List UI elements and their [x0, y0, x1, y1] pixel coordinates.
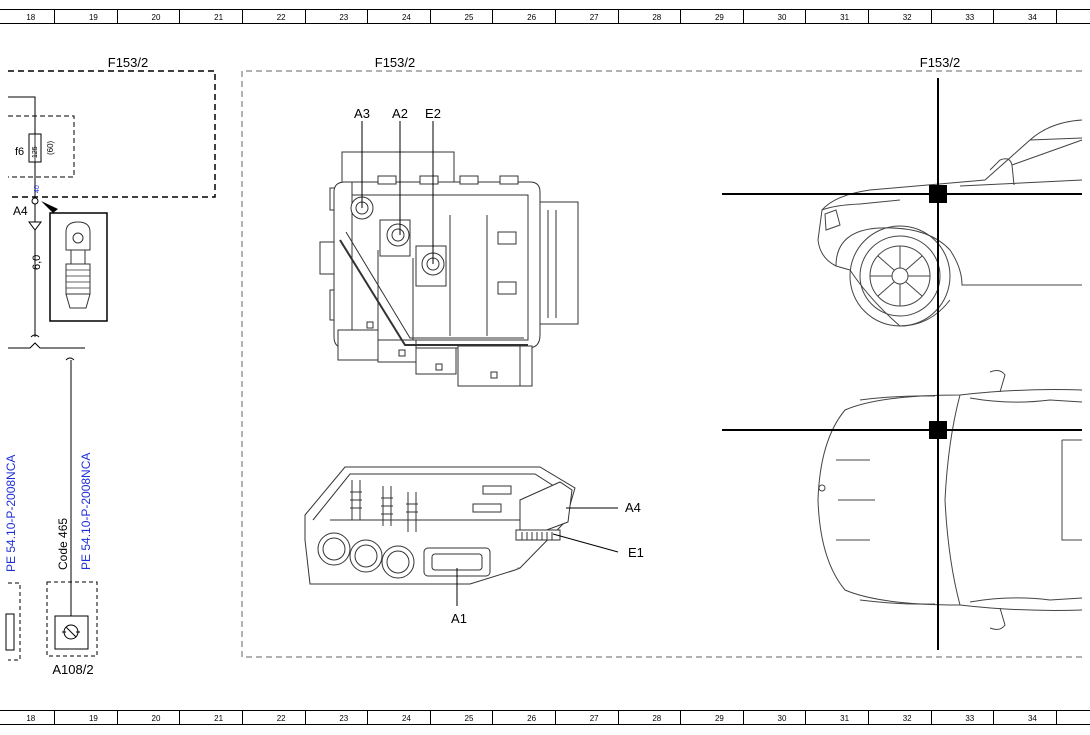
fusebox-top-view	[319, 151, 579, 387]
fusebox-label-right: F153/2	[920, 55, 960, 70]
vehicle-top-view	[817, 370, 1083, 630]
label-a2: A2	[392, 106, 408, 121]
connector-pointer	[41, 201, 58, 213]
ruler-top-number: 34	[1028, 13, 1037, 22]
location-crosshair-bottom	[722, 421, 1082, 439]
ruler-bottom-number: 24	[402, 714, 411, 723]
cross-ref-left[interactable]: PE 54.10-P-2008NCA	[4, 455, 18, 572]
ruler-top-number: 20	[152, 13, 161, 22]
ruler-bottom-number: 26	[527, 714, 536, 723]
node-number: 40	[34, 185, 41, 193]
ruler-top-number: 31	[840, 13, 849, 22]
ruler-bottom-number: 27	[590, 714, 599, 723]
ruler-top-number: 18	[26, 13, 35, 22]
ruler-top-number: 30	[778, 13, 787, 22]
ruler-top-number: 29	[715, 13, 724, 22]
stud-a2	[386, 223, 410, 247]
fuse-subgroup-boundary	[8, 115, 75, 178]
sensor-label: A108/2	[52, 662, 93, 677]
vehicle-side-view	[817, 119, 1083, 327]
terminal-a4-node	[31, 197, 39, 205]
ruler-bottom-number: 21	[214, 714, 223, 723]
ruler-bottom-number: 22	[277, 714, 286, 723]
fusebox-boundary-main	[241, 70, 1082, 658]
label-a3: A3	[354, 106, 370, 121]
ruler-top-number: 23	[339, 13, 348, 22]
ruler-bottom-number: 31	[840, 714, 849, 723]
wire-size-label: 6,0	[31, 255, 43, 270]
code-label: Code 465	[56, 518, 70, 570]
ruler-bottom-number: 25	[465, 714, 474, 723]
ruler-top-number: 33	[965, 13, 974, 22]
ruler-bottom-number: 23	[339, 714, 348, 723]
fusebox-boundary-left	[8, 70, 216, 198]
ruler-top-number: 21	[214, 13, 223, 22]
sensor-symbol	[54, 615, 89, 650]
ruler-top-number: 26	[527, 13, 536, 22]
ruler-bottom-number: 28	[652, 714, 661, 723]
ruler-bottom-number: 18	[26, 714, 35, 723]
location-crosshair-top	[722, 78, 1082, 650]
fuse-name: f6	[15, 146, 24, 158]
ruler-top-number: 25	[465, 13, 474, 22]
supply-wire	[8, 96, 36, 134]
ruler-top: 18 19 20 21 22 23 24 25 26 27 28 29 30 31 32 33 34	[0, 9, 1090, 24]
ruler-bottom-number: 34	[1028, 714, 1037, 723]
ruler-bottom-number: 20	[152, 714, 161, 723]
plug-symbol	[28, 221, 42, 231]
ruler-top-number: 32	[903, 13, 912, 22]
label-a4: A4	[625, 500, 641, 515]
ruler-top-number: 27	[590, 13, 599, 22]
ruler-top-number: 28	[652, 13, 661, 22]
ruler-bottom-number: 19	[89, 714, 98, 723]
fuse-alt-rating: (60)	[46, 140, 55, 155]
ruler-bottom-number: 32	[903, 714, 912, 723]
wire-bracket	[8, 342, 85, 349]
partial-component	[5, 613, 15, 651]
fuse-rating: 125	[32, 146, 39, 158]
ruler-bottom: 18 19 20 21 22 23 24 25 26 27 28 29 30 31 32 33 34	[0, 710, 1090, 725]
ruler-top-number: 22	[277, 13, 286, 22]
ruler-top-number: 19	[89, 13, 98, 22]
fusebox-label-mid: F153/2	[375, 55, 415, 70]
fuse-f6: 125 (60)	[28, 133, 55, 163]
ruler-top-number: 24	[402, 13, 411, 22]
label-a1: A1	[451, 611, 467, 626]
ruler-bottom-number: 29	[715, 714, 724, 723]
label-e1: E1	[628, 545, 644, 560]
wire-break	[30, 334, 40, 338]
leader-e1	[552, 533, 619, 553]
sensor-boundary	[46, 581, 98, 657]
ruler-bottom-number: 33	[965, 714, 974, 723]
wire-break-2	[65, 357, 75, 361]
terminal-a4-label: A4	[13, 204, 28, 218]
cross-ref-main[interactable]: PE 54.10-P-2008NCA	[79, 453, 93, 570]
ruler-bottom-number: 30	[778, 714, 787, 723]
ring-terminal-inset	[49, 212, 108, 322]
fusebox-perspective-view	[304, 466, 576, 585]
partial-component-boundary	[8, 582, 21, 661]
label-e2: E2	[425, 106, 441, 121]
fusebox-label-left: F153/2	[108, 55, 148, 70]
